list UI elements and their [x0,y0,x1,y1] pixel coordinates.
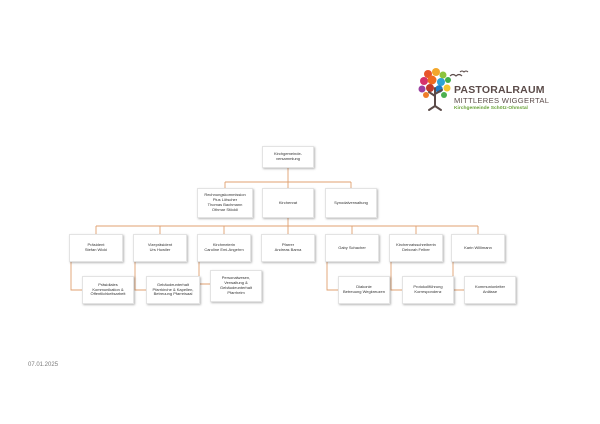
tree-bird-icon [418,68,469,111]
brand-subtitle: MITTLERES WIGGERTAL [454,96,550,105]
node-karin-willimann: Karin Willimann [451,234,505,262]
node-kirchmeierin: Kirchmeierin Caroline Emi-Angehrn [197,234,251,262]
node-synodalverwaltung: Synodalverwaltung [325,188,377,218]
node-kirchenratsschreiberin: Kirchenratsschreiberin Deborah Felber [389,234,443,262]
node-gebaeudeunterhalt: Gebäudeunterhalt Pfarrkirche & Kapellen,… [146,276,200,304]
node-gaby-schacher: Gaby Schacher [325,234,379,262]
node-vizepraesident: Vizepräsident Urs Huwiler [133,234,187,262]
node-personalwesen: Personalwesen, Verwaltung & Gebäudeunter… [210,270,262,302]
node-pfarrer: Pfarrer Andreas Barna [261,234,315,262]
node-top: Kirchgemeinde- versammlung [262,146,314,168]
node-rechnungskommission: Rechnungskommission Pius Lötscher Thomas… [197,188,253,218]
document-date: 07.01.2025 [28,362,59,368]
node-protokollfuehrung: Protokollführung Korrespondenz [402,276,454,304]
brand-parish: Kirchgemeinde Schötz-Ohmstal [454,106,528,111]
node-kirchenrat: Kirchenrat [262,188,314,218]
node-praesident: Präsident Stefan Wicki [69,234,123,262]
node-kommunionleiter: Kommunionleiter Anlässe [464,276,516,304]
node-praesidiales: Präsidiales Kommunikation & Öffentlichke… [82,276,134,304]
brand-title: PASTORALRAUM [454,84,545,96]
node-diakonie: Diakonie Betreuung Wegkreuzen [338,276,390,304]
